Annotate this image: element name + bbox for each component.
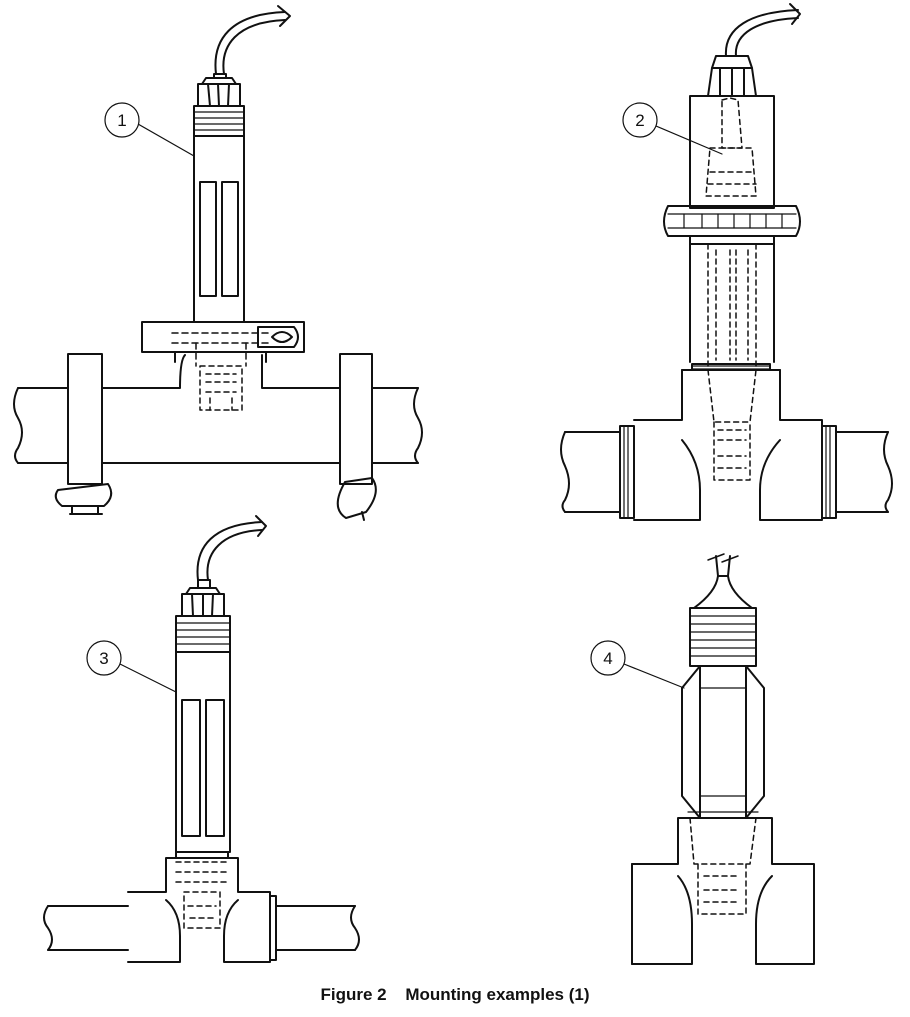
callout-label-4: 4	[603, 649, 612, 668]
cable-2	[724, 3, 801, 57]
flange-nut-2	[663, 205, 801, 245]
sensor-hidden-2	[705, 97, 757, 481]
sensor-body-3	[175, 579, 231, 853]
cable-4	[707, 553, 739, 577]
clamp-band-right	[336, 353, 377, 521]
figure-caption: Figure 2 Mounting examples (1)	[0, 985, 910, 1005]
cable-1	[214, 5, 291, 75]
pipe-2	[560, 425, 893, 519]
tee-fitting-3	[127, 851, 271, 963]
callout-1: 1	[104, 102, 195, 157]
callout-2: 2	[622, 102, 723, 155]
tee-fitting-4	[631, 817, 815, 965]
figure-title: Mounting examples (1)	[405, 985, 590, 1004]
cable-gland-2	[707, 55, 757, 97]
hex-body-4	[681, 665, 765, 819]
callout-label-3: 3	[99, 649, 108, 668]
mount-example-3: 3	[43, 515, 360, 963]
clamp-band-left	[54, 353, 113, 515]
mount-example-2: 2	[560, 3, 893, 521]
callout-3: 3	[86, 640, 177, 693]
housing-2	[689, 95, 775, 363]
mount-example-1: 1	[13, 5, 423, 521]
mount-example-4: 4	[590, 553, 815, 965]
cable-3	[196, 515, 267, 581]
tee-fitting-2	[633, 363, 823, 521]
sensor-tip-hidden-3	[175, 861, 229, 929]
saddle-bracket	[141, 321, 305, 367]
sensor-body-1	[193, 73, 245, 323]
pipe-1	[13, 354, 423, 464]
sensor-tip-hidden-4	[689, 817, 757, 915]
callout-4: 4	[590, 640, 685, 689]
sensor-tip-hidden-1	[199, 365, 243, 411]
thread-section-4	[689, 575, 757, 667]
pipe-3	[43, 895, 360, 961]
callout-label-2: 2	[635, 111, 644, 130]
figure-number: Figure 2	[320, 985, 387, 1004]
callout-label-1: 1	[117, 111, 126, 130]
